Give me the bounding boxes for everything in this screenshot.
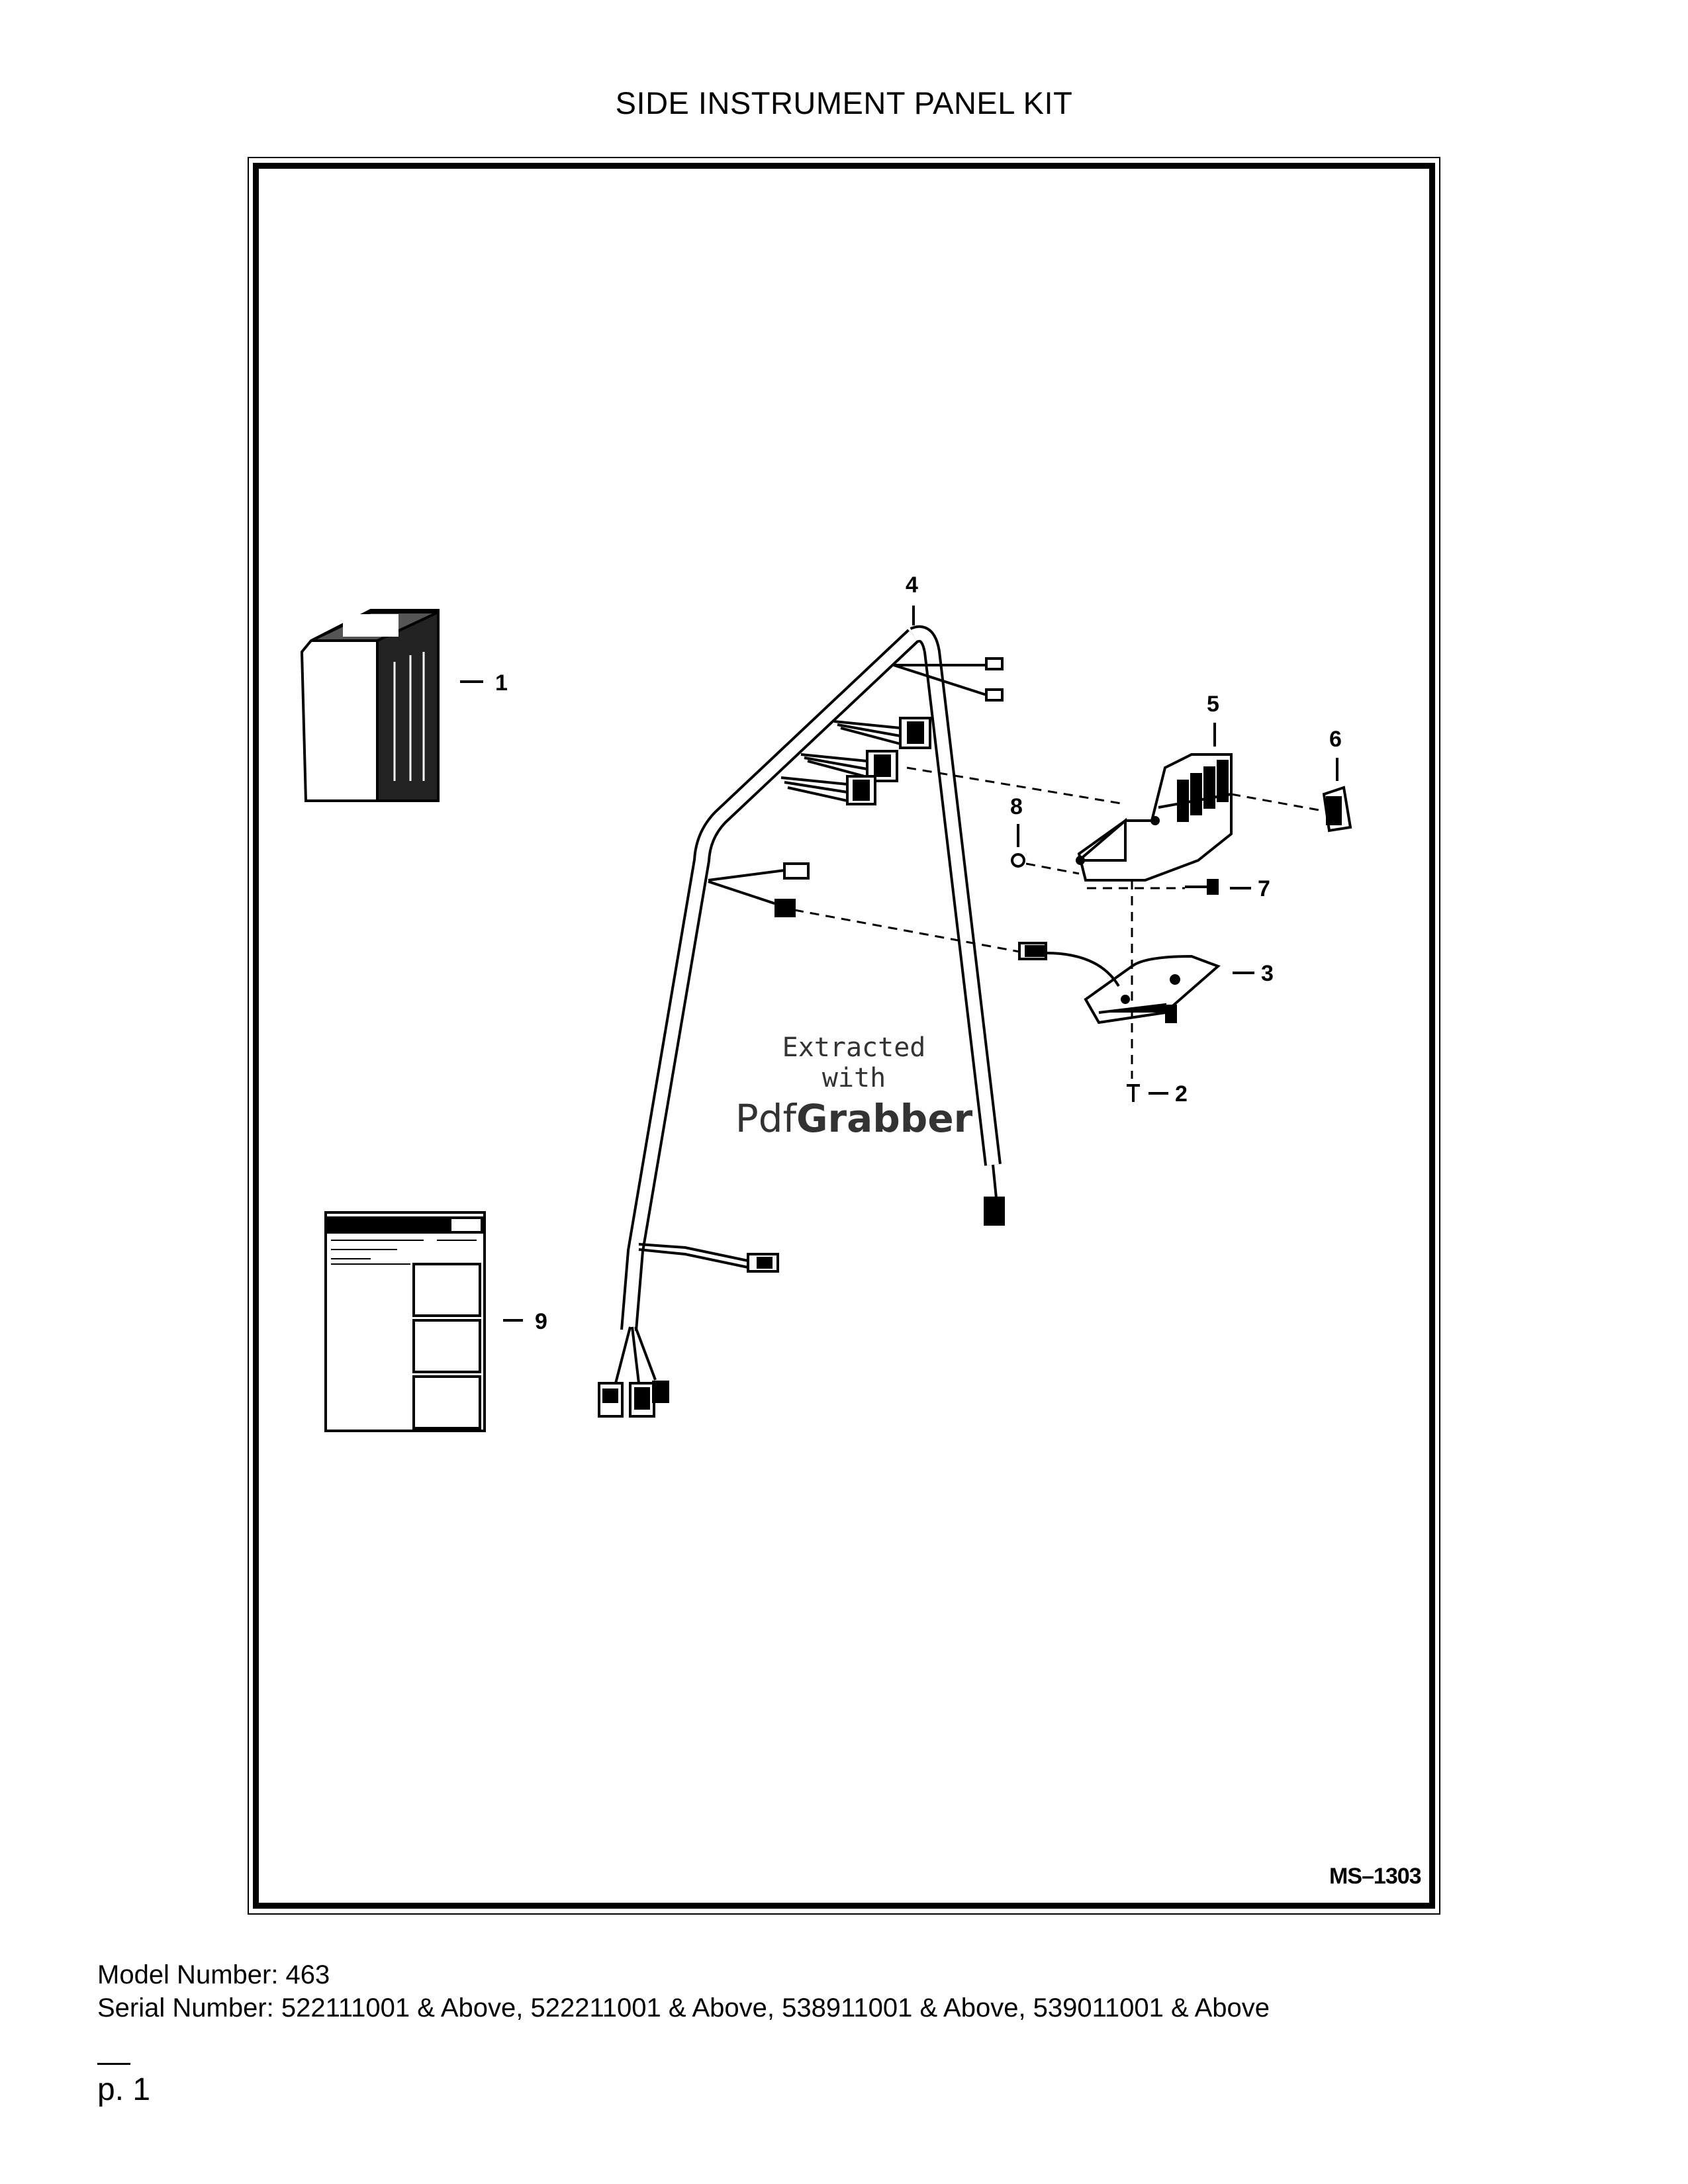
- callout-9: 9: [535, 1309, 547, 1334]
- watermark: Extracted with PdfGrabber: [728, 1032, 980, 1141]
- watermark-line-1: Extracted: [782, 1032, 926, 1063]
- watermark-line-2: with: [821, 1063, 886, 1093]
- watermark-brand: PdfGrabber: [728, 1096, 980, 1141]
- figure-frame-outer: [248, 157, 1440, 1915]
- callout-2: 2: [1175, 1081, 1188, 1107]
- model-number: Model Number: 463: [97, 1960, 330, 1989]
- callout-7: 7: [1258, 876, 1270, 901]
- watermark-brand-bold: Grabber: [796, 1096, 973, 1141]
- callout-1: 1: [495, 670, 508, 696]
- callout-3: 3: [1261, 961, 1274, 986]
- callout-5: 5: [1207, 692, 1219, 717]
- assembly-dashed-lines: [794, 766, 1323, 1079]
- part-8-nut: [1011, 853, 1025, 868]
- page-title: SIDE INSTRUMENT PANEL KIT: [615, 85, 1073, 120]
- part-3-mount-plate: [1018, 942, 1221, 1024]
- part-9-instruction-sheet: [324, 1211, 486, 1432]
- callout-6: 6: [1329, 727, 1342, 752]
- part-4-wire-harness: [598, 625, 1005, 1418]
- callout-4: 4: [906, 572, 918, 598]
- part-6-clip: [1322, 786, 1352, 833]
- figure-frame: [253, 163, 1435, 1909]
- part-5-switch-bracket: [1075, 753, 1233, 882]
- figure-code: MS–1303: [1329, 1864, 1422, 1889]
- page-number: p. 1: [97, 2072, 151, 2107]
- callout-8: 8: [1010, 794, 1023, 819]
- page-rule: [97, 2063, 130, 2065]
- part-7-screw: [1185, 879, 1219, 895]
- watermark-brand-light: Pdf: [735, 1096, 796, 1141]
- part-1-module-box: [300, 609, 440, 802]
- serial-number: Serial Number: 522111001 & Above, 522211…: [97, 1993, 1270, 2023]
- part-2-screw: [1127, 1084, 1140, 1102]
